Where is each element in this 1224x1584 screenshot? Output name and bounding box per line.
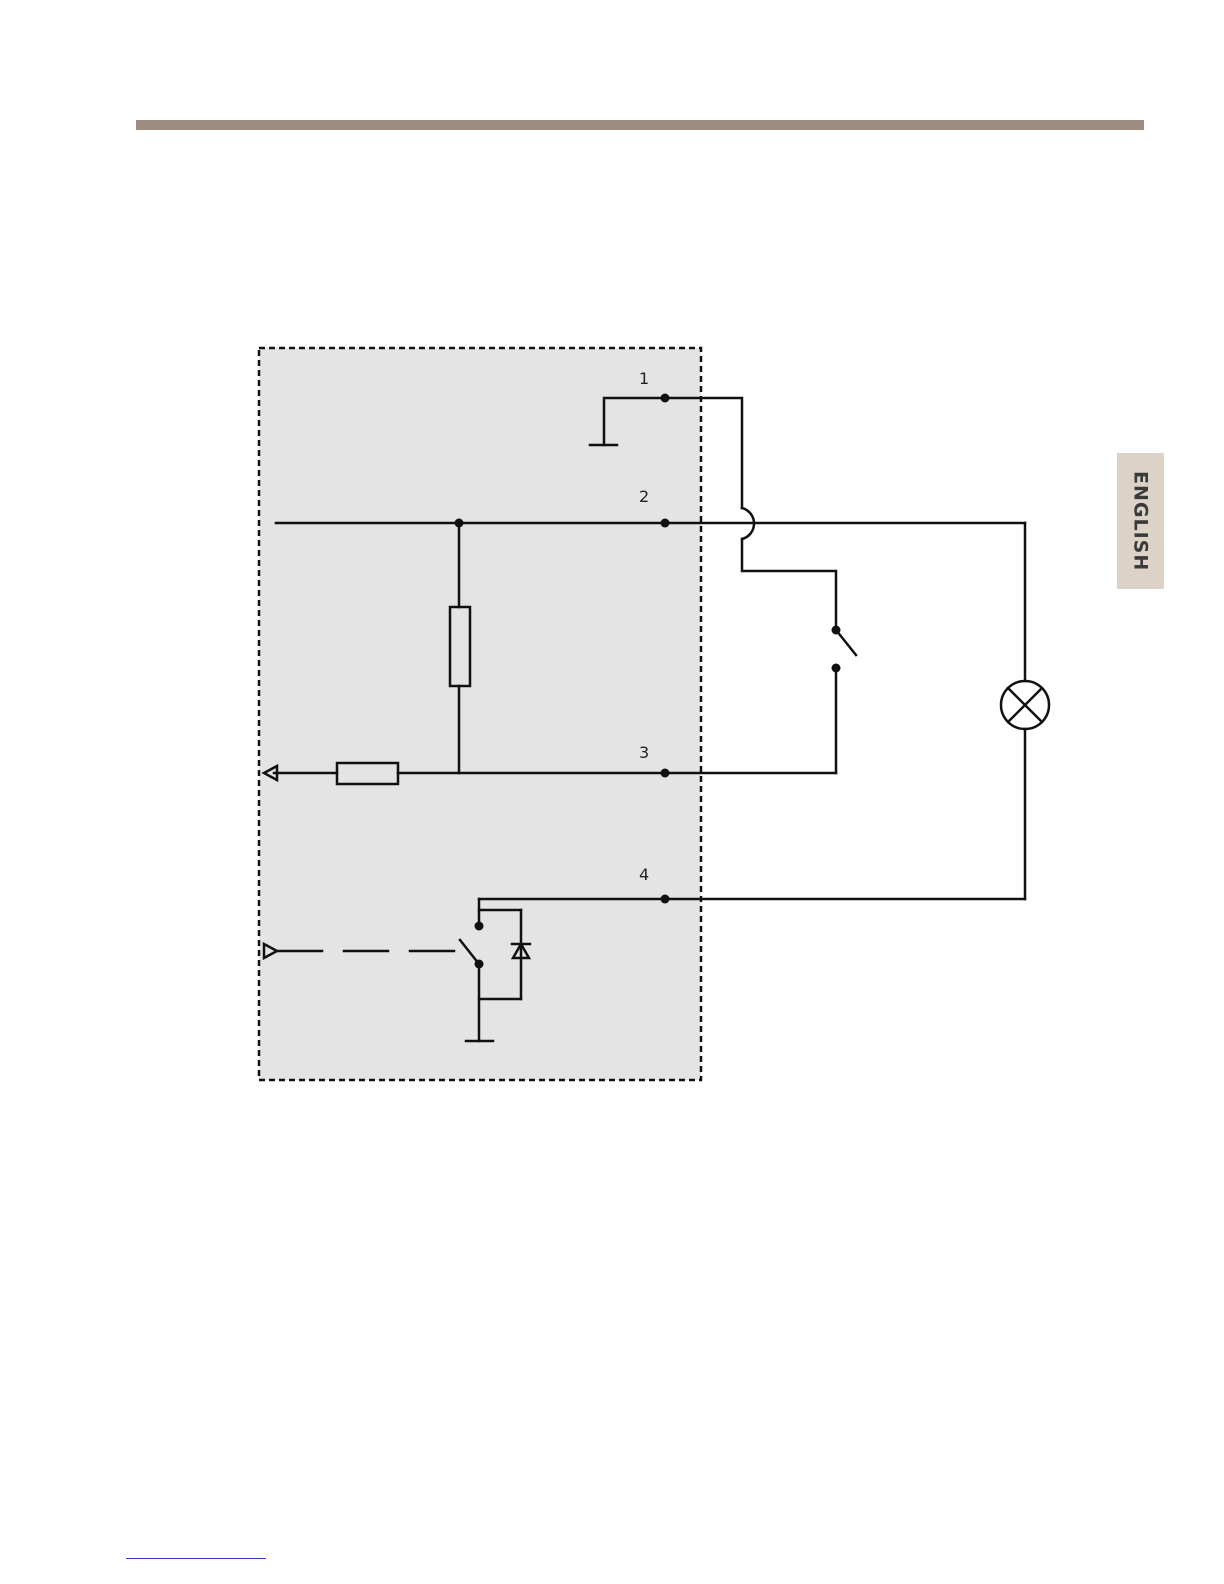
pin-3-terminal <box>661 769 670 778</box>
switch-contact-dot <box>475 960 484 969</box>
pin-label-4: 4 <box>639 865 649 884</box>
pin-label-3: 3 <box>639 743 649 762</box>
pin-4-terminal <box>661 895 670 904</box>
pin-label-2: 2 <box>639 487 649 506</box>
switch-contact-dot <box>832 626 841 635</box>
junction-dot <box>455 519 464 528</box>
lamp-icon <box>1001 681 1049 729</box>
switch-contact-dot <box>832 664 841 673</box>
switch-contact-dot <box>475 922 484 931</box>
pin-1-terminal <box>661 394 670 403</box>
switch-icon <box>836 630 856 773</box>
pin-label-1: 1 <box>639 369 649 388</box>
pin-2-terminal <box>661 519 670 528</box>
footnote-rule <box>126 1558 266 1559</box>
